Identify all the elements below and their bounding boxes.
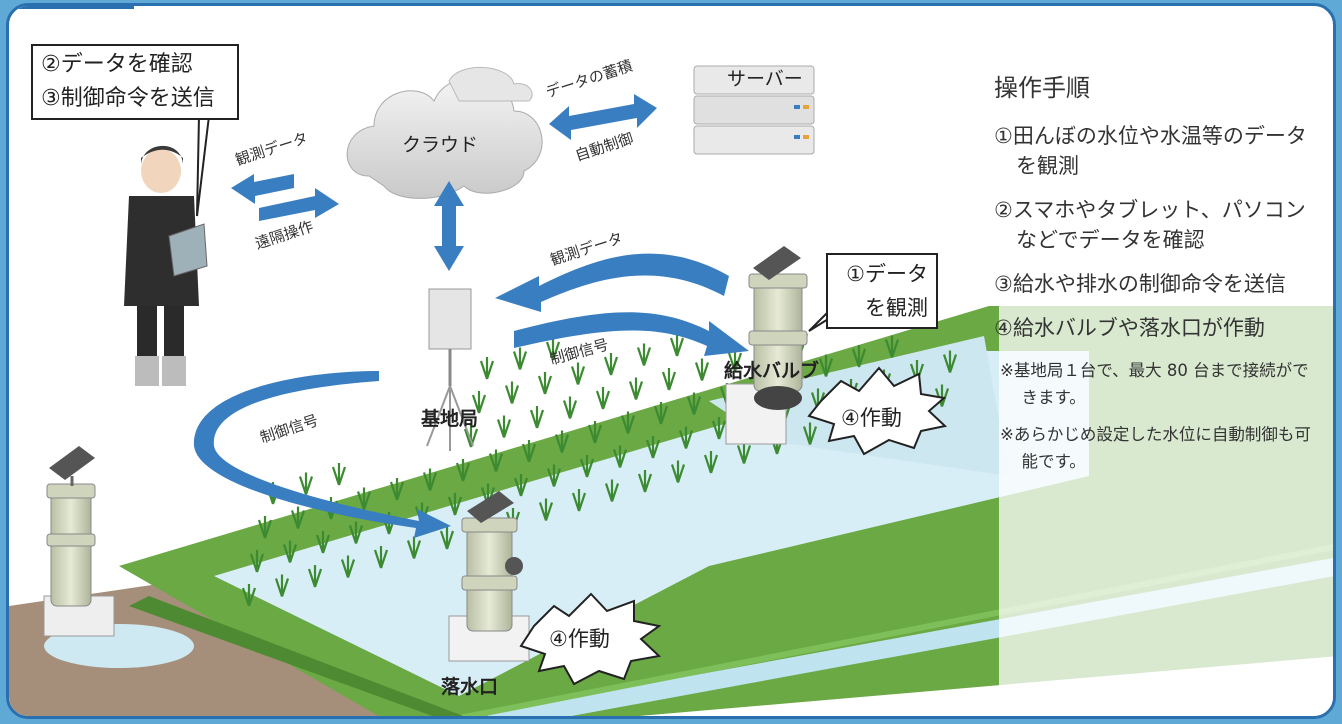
rice-plant (603, 353, 619, 376)
rice-plant (604, 479, 620, 502)
rice-plant (298, 472, 314, 495)
rice-plant (447, 493, 463, 516)
step-3: ③給水や排水の制御命令を送信 (994, 272, 1286, 296)
frame-accent (9, 6, 134, 9)
rice-plant (818, 354, 834, 377)
burst-valve-shape (807, 366, 948, 456)
rice-plant (422, 468, 438, 491)
rice-plant (488, 449, 504, 472)
rice-plant (356, 487, 372, 510)
callout-observe: ①データ を観測 (826, 253, 938, 329)
callout-user: ②データを確認 ③制御命令を送信 (31, 44, 239, 120)
rice-plant (331, 463, 347, 486)
rice-plant (455, 459, 471, 482)
rice-plant (545, 338, 561, 361)
rice-plant (595, 387, 611, 410)
cloud-icon (346, 67, 543, 199)
callout-observe-line1: ①データ (846, 262, 928, 286)
rice-plant (249, 550, 265, 573)
rice-plant (340, 555, 356, 578)
drain-outlet-device (448, 491, 530, 662)
signal-arrows (193, 94, 749, 538)
callout-observe-line2: を観測 (865, 296, 928, 320)
rice-plant (373, 546, 389, 569)
diagram-panel: ②データを確認 ③制御命令を送信 ①データ を観測 ④作動 ④作動 サーバー ク… (6, 3, 1336, 719)
rice-plant (274, 574, 290, 597)
operation-steps: 操作手順 ①田んぼの水位や水温等のデータを観測 ②スマホやタブレット、パソコンな… (994, 68, 1324, 485)
supply-valve-device (725, 246, 808, 445)
rice-plant (546, 464, 562, 487)
server-label: サーバー (727, 68, 803, 90)
rice-plant (736, 441, 752, 464)
burst-outlet-shape (519, 592, 662, 686)
paddy-illustration (9, 65, 1333, 716)
burst-valve-label: ④作動 (841, 406, 902, 430)
note-2: ※あらかじめ設定した水位に自動制御も可能です。 (1000, 425, 1311, 471)
rice-plant (513, 474, 529, 497)
rice-plant (653, 402, 669, 425)
rice-plant (496, 415, 512, 438)
rice-plant (538, 498, 554, 521)
step-4: ④給水バルブや落水口が作動 (994, 316, 1265, 340)
base-station-label: 基地局 (421, 408, 479, 430)
rice-plant (711, 417, 727, 440)
callout-user-line1: ②データを確認 (41, 52, 193, 77)
rice-plant (241, 584, 257, 607)
rice-plant (257, 516, 273, 539)
rice-plant (554, 430, 570, 453)
rice-plant (670, 460, 686, 483)
rice-plant (686, 392, 702, 415)
burst-outlet-label: ④作動 (549, 627, 610, 651)
water-gate-left (43, 446, 115, 637)
rice-plant (942, 350, 958, 373)
rice-plant (571, 489, 587, 512)
farmer-figure (124, 145, 208, 386)
rice-plant (669, 334, 685, 357)
rice-plant (570, 362, 586, 385)
rice-plant (678, 426, 694, 449)
rice-plant (307, 565, 323, 588)
rice-plant (661, 368, 677, 391)
rice-plant (315, 531, 331, 554)
rice-plant (504, 381, 520, 404)
steps-title: 操作手順 (994, 74, 1090, 102)
rice-plant (512, 347, 528, 370)
drain-outlet-label: 落水口 (441, 676, 499, 698)
rice-plant (645, 436, 661, 459)
rice-plant (389, 478, 405, 501)
rice-plant (884, 335, 900, 358)
step-2: ②スマホやタブレット、パソコンなどでデータを確認 (994, 198, 1306, 252)
rice-plant (406, 536, 422, 559)
rice-plant (471, 391, 487, 414)
callout-user-tail (196, 115, 211, 217)
rice-plant (620, 411, 636, 434)
rice-plant (628, 377, 644, 400)
cloud-label: クラウド (402, 134, 479, 156)
note-1: ※基地局１台で、最大 80 台まで接続ができます。 (1000, 361, 1309, 407)
rice-plant (587, 421, 603, 444)
rice-plant (282, 540, 298, 563)
step-1: ①田んぼの水位や水温等のデータを観測 (994, 124, 1307, 178)
supply-valve-label: 給水バルブ (724, 360, 820, 382)
callout-user-line2: ③制御命令を送信 (41, 86, 215, 111)
base-station-device (426, 288, 474, 451)
rice-plant (537, 372, 553, 395)
rice-plant (727, 349, 743, 372)
rice-plant (636, 343, 652, 366)
rice-plant (521, 440, 537, 463)
rice-plant (348, 521, 364, 544)
rice-plant (290, 506, 306, 529)
server-icon (693, 65, 815, 155)
rice-plant (562, 396, 578, 419)
rice-plant (694, 358, 710, 381)
rice-plant (703, 451, 719, 474)
rice-plant (479, 357, 495, 380)
rice-plant (851, 345, 867, 368)
rice-plant (579, 455, 595, 478)
rice-plant (637, 470, 653, 493)
rice-plant (439, 527, 455, 550)
rice-plant (802, 422, 818, 445)
rice-plant (612, 445, 628, 468)
rice-plant (529, 406, 545, 429)
